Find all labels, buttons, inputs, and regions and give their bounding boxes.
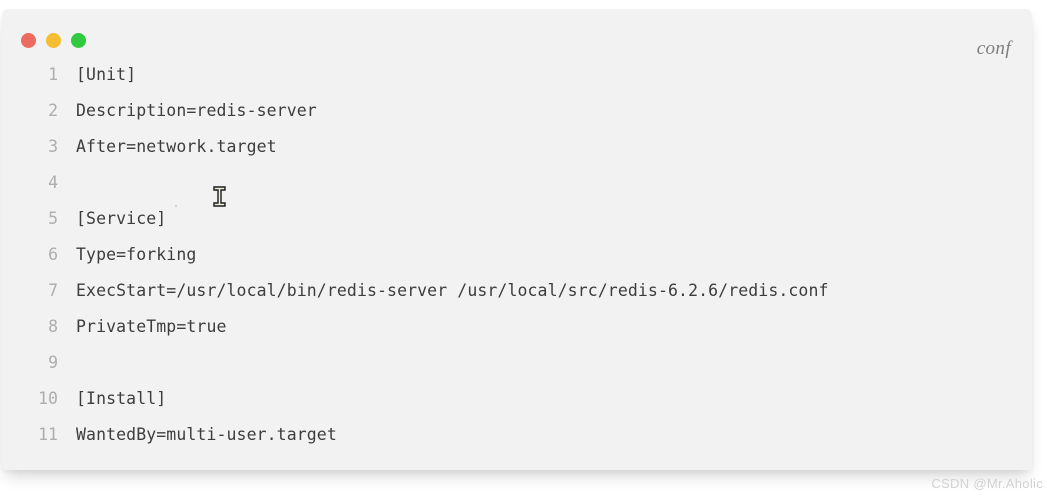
line-content[interactable]: After=network.target [76, 137, 277, 156]
line-number: 2 [48, 101, 58, 120]
code-line: 4 [2, 173, 1032, 209]
line-number: 7 [48, 281, 58, 300]
code-line: 11 WantedBy=multi-user.target [2, 425, 1032, 461]
code-editor-body: 1 [Unit] 2 Description=redis-server 3 Af… [2, 63, 1032, 461]
line-content[interactable]: [Install] [76, 389, 167, 408]
watermark: CSDN @Mr.Aholic [931, 476, 1043, 491]
maximize-button[interactable] [71, 33, 86, 48]
line-content[interactable]: [Service] [76, 209, 167, 228]
line-number: 10 [38, 389, 58, 408]
window-controls [21, 33, 86, 48]
code-line: 10 [Install] [2, 389, 1032, 425]
line-number: 5 [48, 209, 58, 228]
code-line: 2 Description=redis-server [2, 101, 1032, 137]
line-content[interactable]: WantedBy=multi-user.target [76, 425, 337, 444]
window-title-bar: conf [2, 9, 1032, 63]
line-content[interactable]: ExecStart=/usr/local/bin/redis-server /u… [76, 281, 829, 300]
line-content[interactable]: Description=redis-server [76, 101, 317, 120]
code-snippet-card: conf 1 [Unit] 2 Description=redis-server… [2, 9, 1032, 470]
line-number: 3 [48, 137, 58, 156]
code-line: 8 PrivateTmp=true [2, 317, 1032, 353]
line-content[interactable]: Type=forking [76, 245, 197, 264]
file-type-label: conf [976, 38, 1011, 59]
line-content[interactable]: [Unit] [76, 65, 137, 84]
minimize-button[interactable] [46, 33, 61, 48]
line-content[interactable]: PrivateTmp=true [76, 317, 227, 336]
code-line: 5 [Service] [2, 209, 1032, 245]
line-number: 4 [48, 173, 58, 192]
pixel-artifact [175, 205, 177, 207]
code-line: 1 [Unit] [2, 65, 1032, 101]
line-number: 6 [48, 245, 58, 264]
line-number: 1 [48, 65, 58, 84]
line-number: 11 [38, 425, 58, 444]
line-number: 8 [48, 317, 58, 336]
code-line: 6 Type=forking [2, 245, 1032, 281]
code-line: 3 After=network.target [2, 137, 1032, 173]
code-line: 7 ExecStart=/usr/local/bin/redis-server … [2, 281, 1032, 317]
code-line: 9 [2, 353, 1032, 389]
line-number: 9 [48, 353, 58, 372]
close-button[interactable] [21, 33, 36, 48]
